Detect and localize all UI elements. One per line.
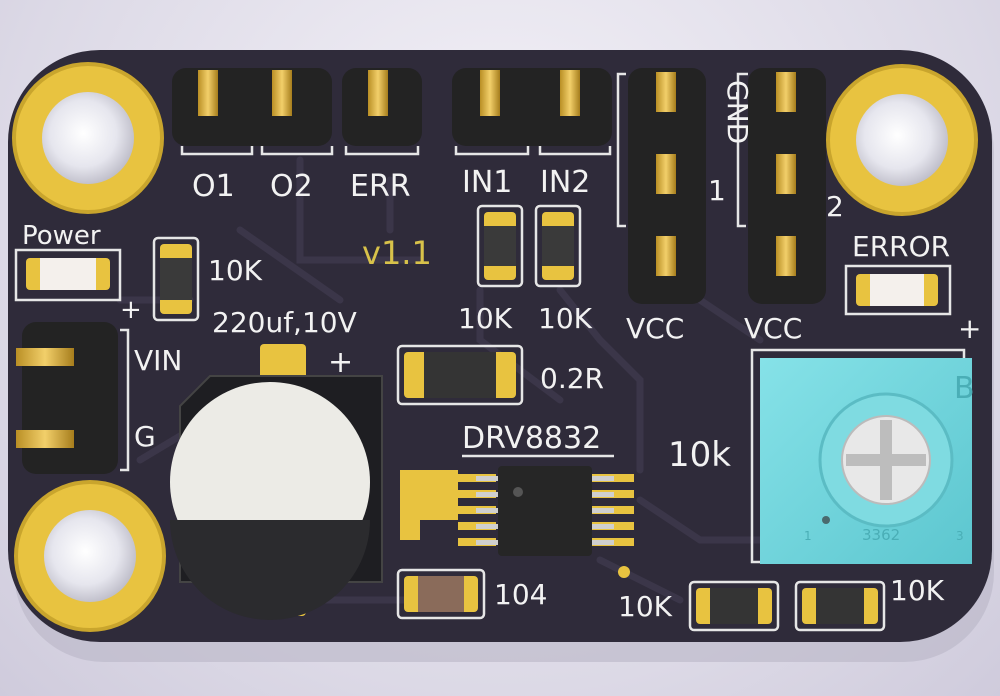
- ic-drv8832: [400, 466, 634, 578]
- plus-error: +: [958, 312, 981, 345]
- mount-hole-tr: [826, 64, 978, 216]
- header-motor-2: [736, 68, 826, 304]
- resistor-in2: [534, 204, 582, 288]
- pot-pin-1: 1: [804, 529, 812, 543]
- label-g: G: [134, 420, 156, 453]
- header-outputs: [172, 68, 422, 156]
- label-r-in1: 10K: [458, 302, 513, 335]
- header-motor-1: [616, 68, 706, 304]
- mount-hole-bl: [14, 480, 166, 632]
- resistor-bottom-right: [794, 580, 886, 632]
- led-power: [14, 248, 122, 302]
- pot-pin-3: 3: [956, 529, 964, 543]
- resistor-shunt: [396, 344, 524, 406]
- label-power: Power: [22, 221, 101, 251]
- version-label: v1.1: [362, 234, 432, 272]
- pot-letter: B: [954, 371, 975, 406]
- label-vcc-2: VCC: [744, 312, 802, 345]
- label-r-bottom-left: 10K: [618, 590, 673, 623]
- led-error: [844, 264, 952, 316]
- label-in1: IN1: [462, 165, 512, 200]
- capacitor-104: [396, 568, 486, 620]
- label-cap: 220uf,10V: [212, 306, 357, 339]
- header-vin: [16, 322, 130, 474]
- label-r-bottom-right: 10K: [890, 574, 945, 607]
- label-r-in2: 10K: [538, 302, 593, 335]
- label-gnd: GND: [721, 80, 754, 144]
- label-in2: IN2: [540, 165, 590, 200]
- label-pot: 10k: [668, 435, 731, 475]
- label-cap-small: 104: [494, 578, 547, 611]
- chip-label: DRV8832: [462, 421, 601, 456]
- mount-hole-tl: [12, 62, 164, 214]
- header-inputs: [452, 68, 612, 156]
- label-r-power: 10K: [208, 254, 263, 287]
- resistor-bottom-left: [688, 580, 780, 632]
- label-o1: O1: [192, 169, 235, 204]
- label-vcc-1: VCC: [626, 312, 684, 345]
- plus-cap: +: [328, 345, 353, 380]
- trimmer-potentiometer: [750, 348, 972, 564]
- pot-marking: 3362: [862, 526, 900, 544]
- plus-power: +: [120, 295, 142, 325]
- resistor-power: [152, 236, 200, 322]
- label-vin: VIN: [134, 344, 182, 377]
- label-motor-2: 2: [826, 190, 844, 223]
- label-shunt: 0.2R: [540, 362, 604, 395]
- label-error: ERROR: [852, 230, 950, 263]
- label-o2: O2: [270, 169, 313, 204]
- label-err: ERR: [350, 169, 411, 204]
- label-motor-1: 1: [708, 174, 726, 207]
- resistor-in1: [476, 204, 524, 288]
- electrolytic-capacitor: [170, 344, 383, 620]
